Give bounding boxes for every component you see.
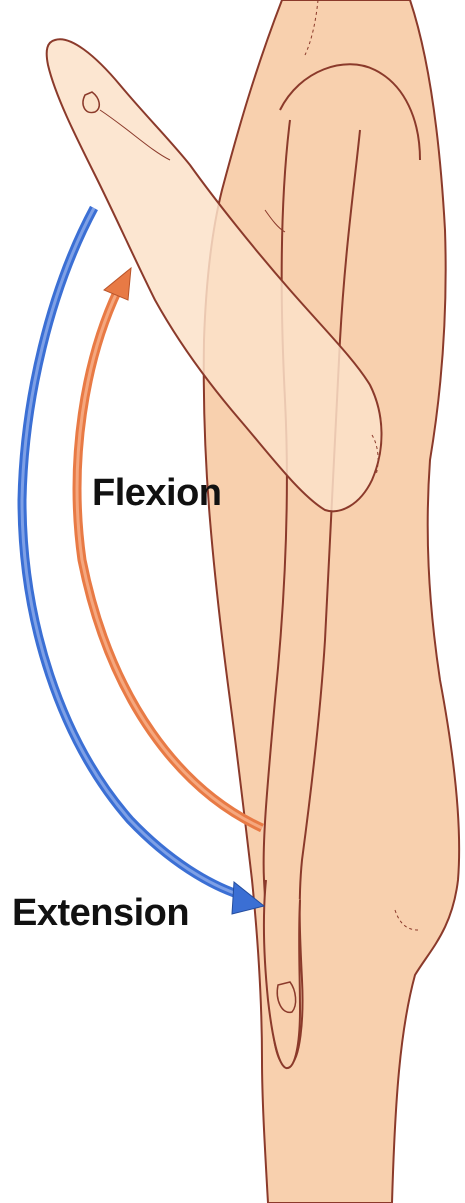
extension-label: Extension bbox=[12, 892, 189, 934]
flexion-arrowhead bbox=[104, 268, 131, 300]
flexion-label: Flexion bbox=[92, 472, 222, 514]
